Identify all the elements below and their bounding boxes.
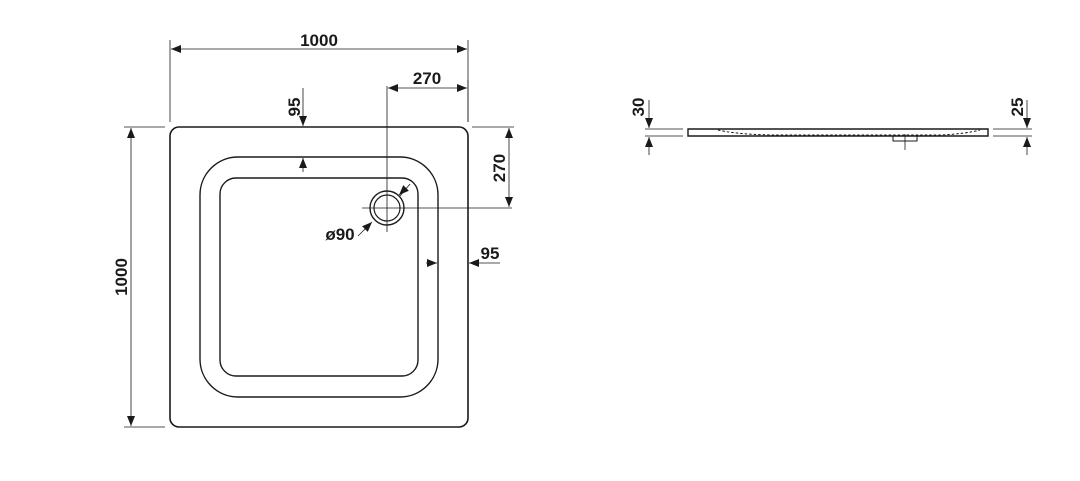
dim-top-width-label: 1000 bbox=[300, 31, 338, 50]
dim-drain-offset-y-label: 270 bbox=[490, 154, 509, 182]
dim-drain-diameter-label: ø90 bbox=[325, 225, 354, 244]
dim-drain-offset-x: 270 bbox=[388, 69, 469, 122]
dim-rim-right: 95 bbox=[426, 244, 500, 267]
tray-profile bbox=[687, 128, 989, 137]
dim-side-height-right-label: 25 bbox=[1008, 98, 1027, 117]
dim-side-height-left: 30 bbox=[629, 98, 683, 155]
dim-left-height: 1000 bbox=[112, 126, 165, 428]
dim-left-height-label: 1000 bbox=[112, 258, 131, 296]
side-view: 30 25 bbox=[629, 98, 1032, 155]
dim-rim-right-label: 95 bbox=[481, 244, 500, 263]
basin-hidden-line bbox=[717, 129, 981, 136]
dim-side-height-right: 25 bbox=[993, 98, 1032, 155]
tray-outline bbox=[169, 126, 469, 428]
basin-outer-edge bbox=[199, 156, 439, 398]
plan-view bbox=[169, 86, 512, 428]
dim-drain-offset-x-label: 270 bbox=[413, 69, 441, 88]
dim-side-height-left-label: 30 bbox=[629, 98, 648, 117]
basin-floor-edge bbox=[219, 177, 419, 377]
dim-drain-offset-y: 270 bbox=[472, 126, 514, 207]
dim-rim-top-label: 95 bbox=[285, 98, 304, 117]
dim-rim-top: 95 bbox=[285, 88, 307, 172]
dim-drain-diameter: ø90 bbox=[325, 183, 411, 244]
